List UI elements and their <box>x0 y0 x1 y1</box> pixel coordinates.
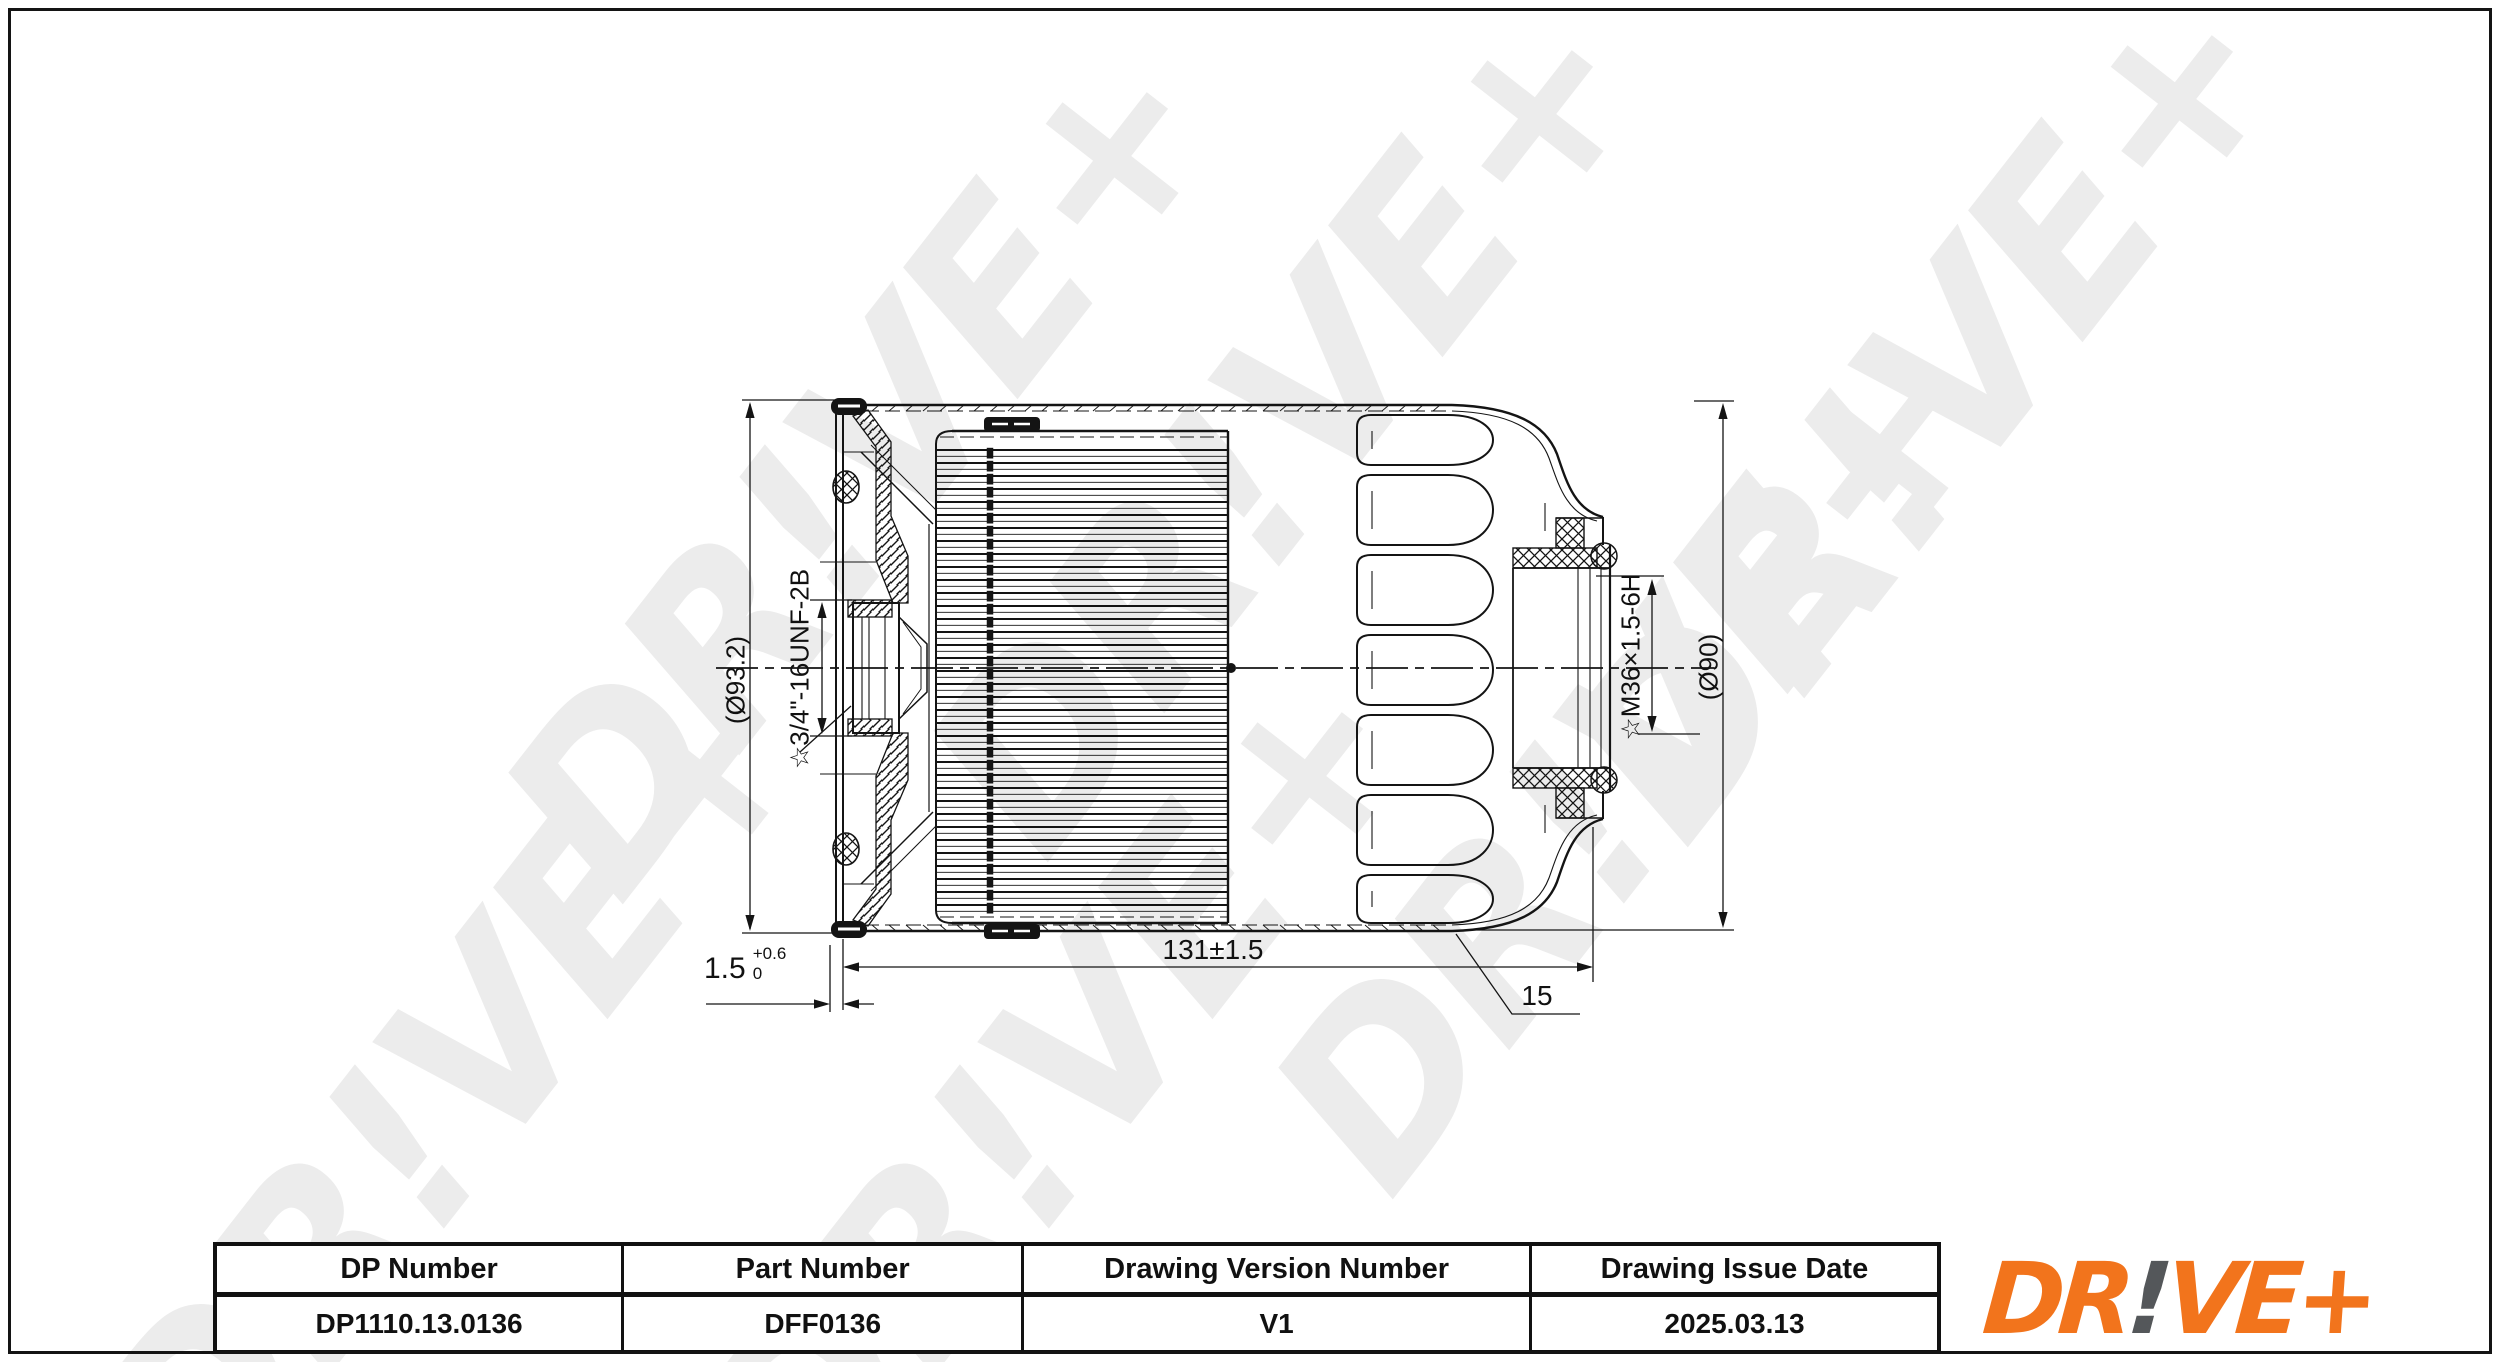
dim-offset-label: 15 <box>1521 980 1553 1011</box>
page-border <box>8 8 2492 1354</box>
dim-length-label: 131±1.5 <box>1162 934 1264 965</box>
title-block-value-part-number: DFF0136 <box>621 1297 1022 1350</box>
title-block-value-issue-date: 2025.03.13 <box>1528 1297 1937 1350</box>
title-block-header-version: Drawing Version Number <box>1021 1246 1529 1297</box>
title-block-header-dp-number: DP Number <box>217 1246 622 1297</box>
title-block-header-issue-date: Drawing Issue Date <box>1528 1246 1937 1297</box>
title-block-value-dp-number: DP1110.13.0136 <box>217 1297 622 1350</box>
title-block-header-part-number: Part Number <box>621 1246 1022 1297</box>
title-block-table: DP Number Part Number Drawing Version Nu… <box>213 1242 1941 1354</box>
dim-seam-label: 1.5 +0.6 0 <box>704 944 787 985</box>
title-block-value-version: V1 <box>1021 1297 1529 1350</box>
